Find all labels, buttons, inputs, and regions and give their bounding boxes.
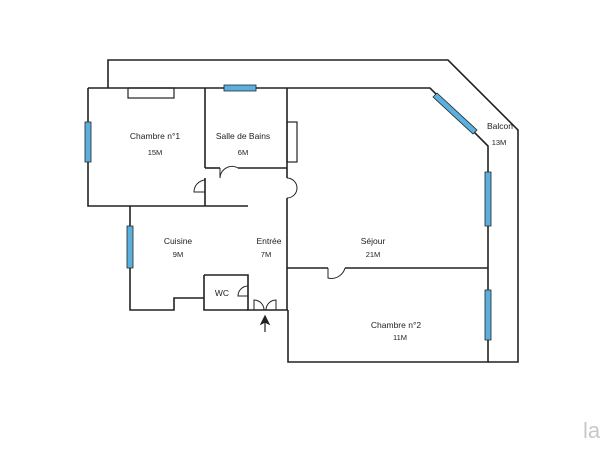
window-chambre2 [484,289,492,341]
arrow-up-icon [259,314,271,332]
window-bathroom [223,84,257,92]
room-area-chambre2: 11M [393,333,407,342]
room-name-balcon: Balcon [487,121,513,131]
kitchen-wall [129,206,204,311]
door-sejour [327,267,346,279]
room-name-cuisine: Cuisine [164,236,193,246]
balcony-outline [107,59,519,363]
windows [84,84,492,341]
room-name-salle-de-bains: Salle de Bains [216,131,270,141]
watermark: la [583,418,600,443]
room-name-chambre1: Chambre n°1 [130,131,180,141]
door-entrance [253,299,277,311]
bathtub [286,121,298,163]
room-area-entree: 7M [261,250,271,259]
room-name-chambre2: Chambre n°2 [371,320,421,330]
exterior-wall-top [88,87,489,363]
window-cuisine [126,225,134,269]
window-chambre1 [84,121,92,163]
door-hall-right [286,177,298,199]
room-name-wc: WC [215,288,229,298]
window-sejour-right [484,171,492,227]
room-name-sejour: Séjour [361,236,386,246]
window-sejour-diagonal [432,92,478,135]
room-area-balcon: 13M [492,138,507,147]
door-chambre1 [193,179,206,193]
room-name-entree: Entrée [256,236,281,246]
exterior-wall-left [87,88,248,207]
entry-bottom-wall [204,274,288,311]
room-area-sejour: 21M [366,250,381,259]
door-wc [237,285,249,297]
room-area-salle-de-bains: 6M [238,148,248,157]
room-area-cuisine: 9M [173,250,183,259]
wc-box [203,275,248,311]
wardrobe [127,87,175,99]
door-bathroom [219,165,239,179]
room-area-chambre1: 15M [148,148,163,157]
